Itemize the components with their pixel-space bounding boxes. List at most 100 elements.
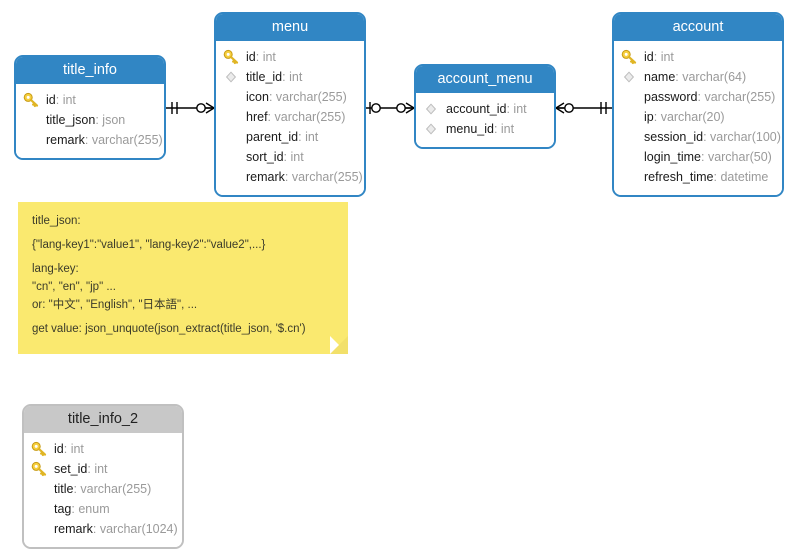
field-row[interactable]: name: varchar(64) (614, 67, 782, 87)
field-row[interactable]: sort_id: int (216, 147, 364, 167)
field-name: session_id (644, 130, 704, 144)
field-row[interactable]: href: varchar(255) (216, 107, 364, 127)
field-type: varchar(255) (291, 170, 363, 184)
field-separator: : (268, 90, 276, 104)
field-row[interactable]: login_time: varchar(50) (614, 147, 782, 167)
field-type: json (102, 113, 126, 127)
note-body: title_json:{"lang-key1":"value1", "lang-… (18, 202, 348, 347)
field-type: int (70, 442, 84, 456)
field-separator: : (84, 133, 92, 147)
field-type: varchar(50) (707, 150, 772, 164)
note-line: lang-key: (32, 263, 79, 275)
field-separator: : (283, 150, 291, 164)
entity-title-account: account (614, 14, 782, 41)
field-separator: : (63, 442, 71, 456)
field-row[interactable]: remark: varchar(255) (16, 130, 164, 150)
field-row[interactable]: password: varchar(255) (614, 87, 782, 107)
field-separator: : (71, 502, 79, 516)
field-type: int (94, 462, 108, 476)
field-separator: : (282, 70, 290, 84)
field-row[interactable]: id: int (16, 90, 164, 110)
key-icon (31, 461, 48, 477)
field-row[interactable]: session_id: varchar(100) (614, 127, 782, 147)
note-fold-shadow-icon (330, 336, 348, 354)
field-name: parent_id (246, 130, 299, 144)
field-row[interactable]: tag: enum (24, 499, 182, 519)
field-separator: : (506, 102, 514, 116)
field-name: remark (246, 170, 285, 184)
field-row[interactable]: id: int (614, 47, 782, 67)
diamond-icon (223, 69, 240, 85)
field-separator: : (298, 130, 306, 144)
key-icon (223, 49, 240, 65)
field-name: password (644, 90, 698, 104)
field-separator: : (95, 113, 103, 127)
field-type: int (289, 70, 303, 84)
field-name: id (46, 93, 56, 107)
field-separator: : (55, 93, 63, 107)
field-row[interactable]: title_id: int (216, 67, 364, 87)
field-separator: : (73, 482, 81, 496)
field-name: id (54, 442, 64, 456)
key-icon (23, 92, 40, 108)
field-separator: : (703, 130, 711, 144)
field-type: varchar(255) (704, 90, 776, 104)
field-type: varchar(64) (682, 70, 747, 84)
field-name: refresh_time (644, 170, 714, 184)
field-name: ip (644, 110, 654, 124)
field-row[interactable]: refresh_time: datetime (614, 167, 782, 187)
field-row[interactable]: ip: varchar(20) (614, 107, 782, 127)
field-name: id (644, 50, 654, 64)
field-type: varchar(1024) (99, 522, 178, 536)
field-row[interactable]: id: int (216, 47, 364, 67)
field-row[interactable]: parent_id: int (216, 127, 364, 147)
field-row[interactable]: title: varchar(255) (24, 479, 182, 499)
field-row[interactable]: remark: varchar(1024) (24, 519, 182, 539)
field-row[interactable]: account_id: int (416, 99, 554, 119)
field-separator: : (92, 522, 100, 536)
entity-title-account_menu: account_menu (416, 66, 554, 93)
key-icon (621, 49, 638, 65)
relationship-account_menu-account (556, 98, 612, 118)
field-separator: : (87, 462, 95, 476)
field-type: varchar(255) (275, 90, 347, 104)
field-name: remark (46, 133, 85, 147)
field-row[interactable]: icon: varchar(255) (216, 87, 364, 107)
field-type: int (262, 50, 276, 64)
note-line: {"lang-key1":"value1", "lang-key2":"valu… (32, 239, 266, 251)
key-icon (31, 441, 48, 457)
note-line: or: "中文", "English", "日本語", ... (32, 299, 198, 311)
field-type: varchar(255) (91, 133, 163, 147)
field-type: int (290, 150, 304, 164)
field-separator: : (653, 50, 661, 64)
field-name: account_id (446, 102, 507, 116)
field-type: varchar(255) (80, 482, 152, 496)
diamond-icon (423, 121, 440, 137)
field-row[interactable]: id: int (24, 439, 182, 459)
field-name: login_time (644, 150, 701, 164)
field-separator: : (267, 110, 275, 124)
field-separator: : (653, 110, 661, 124)
field-separator: : (255, 50, 263, 64)
field-type: varchar(20) (660, 110, 725, 124)
entity-title-title_info: title_info (16, 57, 164, 84)
field-name: name (644, 70, 676, 84)
field-row[interactable]: remark: varchar(255) (216, 167, 364, 187)
field-row[interactable]: set_id: int (24, 459, 182, 479)
note-title-json[interactable]: title_json:{"lang-key1":"value1", "lang-… (18, 202, 348, 354)
field-name: menu_id (446, 122, 494, 136)
field-separator: : (697, 90, 705, 104)
field-row[interactable]: title_json: json (16, 110, 164, 130)
field-separator: : (284, 170, 292, 184)
field-type: varchar(255) (274, 110, 346, 124)
field-row[interactable]: menu_id: int (416, 119, 554, 139)
